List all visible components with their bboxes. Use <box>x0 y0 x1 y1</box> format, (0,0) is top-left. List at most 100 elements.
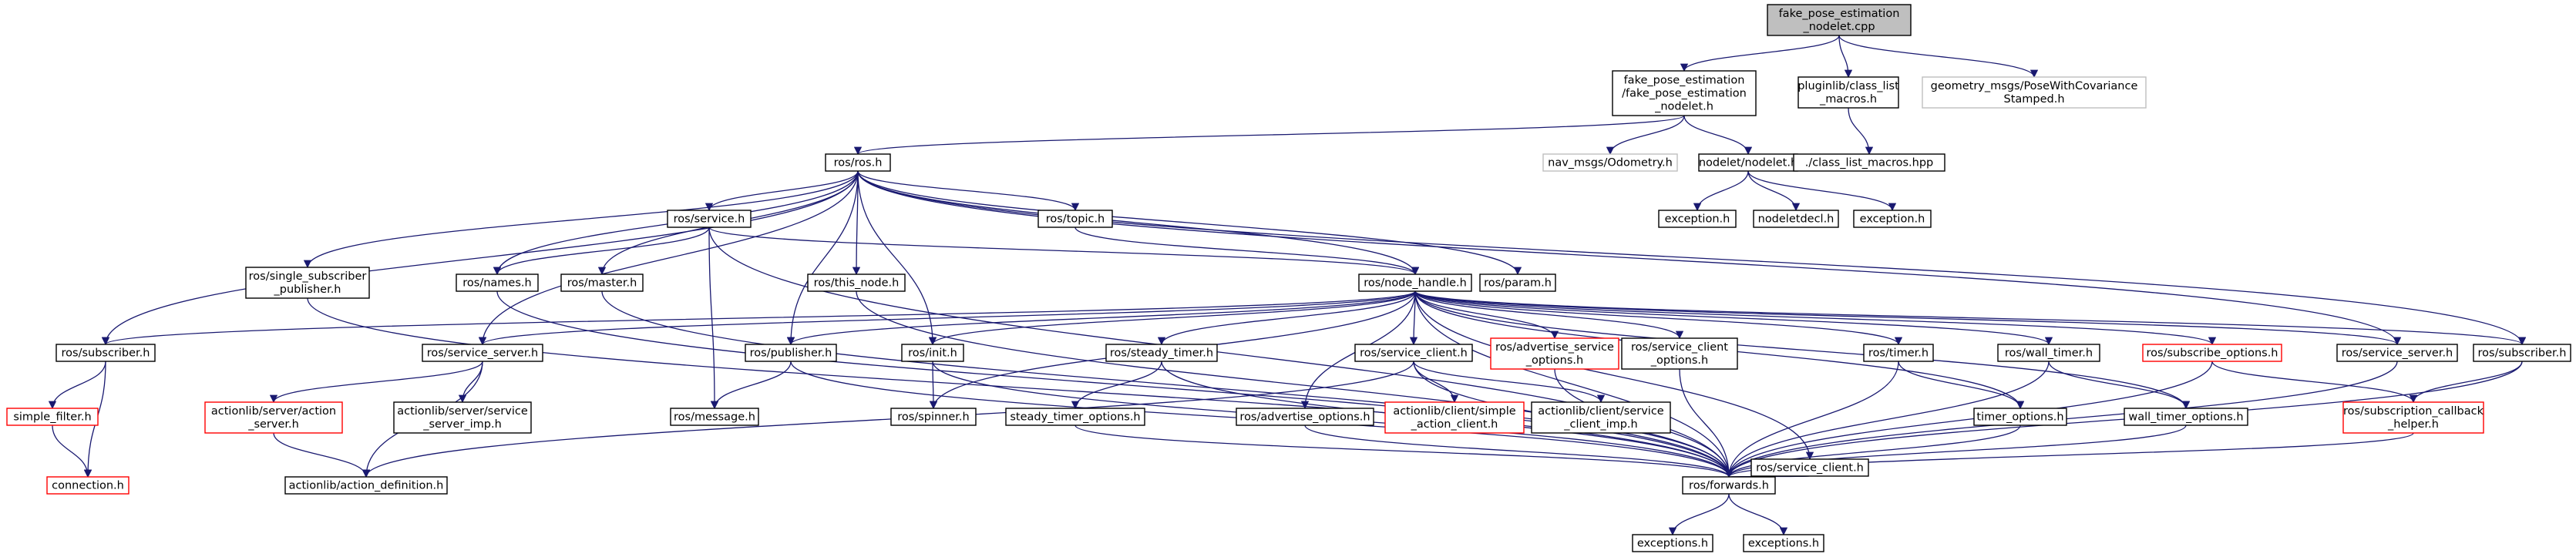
dependency-edge <box>601 290 1734 478</box>
node-service-client-imp[interactable]: actionlib/client/service_client_imp.h <box>1531 401 1671 434</box>
dependency-edge <box>2048 361 2191 410</box>
node-label-line: wall_timer_options.h <box>2128 411 2243 424</box>
dependency-edge <box>1838 35 2039 79</box>
dependency-edge <box>1724 361 2213 478</box>
node-param-h[interactable]: ros/param.h <box>1479 273 1556 292</box>
node-nav-msgs[interactable]: nav_msgs/Odometry.h <box>1542 153 1678 172</box>
dependency-edge <box>1747 170 1897 212</box>
dependency-edge <box>362 361 1414 478</box>
node-subscribe-options[interactable]: ros/subscribe_options.h <box>2142 344 2282 362</box>
node-ros-h[interactable]: ros/ros.h <box>825 153 891 172</box>
edge-service_h-to-node_handle <box>708 226 1419 276</box>
edge-node_handle-to-service_client_options <box>1414 290 1684 340</box>
node-box <box>2124 408 2248 426</box>
node-single-sub[interactable]: ros/single_subscriber_publisher.h <box>245 267 370 299</box>
node-nodelet-h[interactable]: nodelet/nodelet.h <box>1698 153 1798 172</box>
dependency-edge <box>1679 368 1734 478</box>
edge-timer_h-to-forwards <box>1724 361 1899 478</box>
node-service-h[interactable]: ros/service.h <box>667 210 752 228</box>
node-exception2[interactable]: exception.h <box>1853 210 1932 228</box>
node-label-line: ros/spinner.h <box>897 411 969 424</box>
node-root[interactable]: fake_pose_estimation_nodelet.cpp <box>1767 4 1912 36</box>
node-label-line: pluginlib/class_list <box>1797 80 1899 92</box>
node-fpe-h[interactable]: fake_pose_estimation/fake_pose_estimatio… <box>1612 70 1757 116</box>
node-init-h[interactable]: ros/init.h <box>901 344 964 362</box>
node-label-line: ros/node_handle.h <box>1364 277 1467 290</box>
node-node-handle[interactable]: ros/node_handle.h <box>1358 273 1472 292</box>
node-wall-timer[interactable]: ros/wall_timer.h <box>1997 344 2100 362</box>
node-service-client-options[interactable]: ros/service_client_options.h <box>1621 337 1738 370</box>
node-service-client[interactable]: ros/service_client.h <box>1354 344 1473 362</box>
node-message-h[interactable]: ros/message.h <box>670 408 759 426</box>
node-label-line: nav_msgs/Odometry.h <box>1548 157 1673 169</box>
node-exceptions2[interactable]: exceptions.h <box>1743 534 1824 552</box>
node-spinner-h[interactable]: ros/spinner.h <box>890 408 977 426</box>
node-advertise-service-options[interactable]: ros/advertise_service_options.h <box>1490 337 1619 370</box>
edge-subscriber_right-to-subscription_callback <box>2409 361 2523 404</box>
node-box <box>1793 153 1945 172</box>
node-master-h[interactable]: ros/master.h <box>560 273 644 292</box>
node-advertise-options[interactable]: ros/advertise_options.h <box>1236 408 1374 426</box>
node-connection[interactable]: connection.h <box>46 476 129 495</box>
node-simple-action-client[interactable]: actionlib/client/simple_action_client.h <box>1384 401 1525 434</box>
node-service-server-right[interactable]: ros/service_server.h <box>2336 344 2458 362</box>
edge-timer_options-to-forwards <box>1724 424 2021 478</box>
node-label-line: _nodelet.cpp <box>1802 21 1875 33</box>
node-exception1[interactable]: exception.h <box>1658 210 1737 228</box>
node-topic-h[interactable]: ros/topic.h <box>1037 210 1113 228</box>
edge-ros_h-to-param_h <box>857 170 1522 276</box>
node-box <box>1531 401 1671 434</box>
node-pluginlib[interactable]: pluginlib/class_list_macros.h <box>1797 76 1899 109</box>
node-box <box>2142 344 2282 362</box>
node-geometry[interactable]: geometry_msgs/PoseWithCovarianceStamped.… <box>1922 76 2147 109</box>
node-label-line: steady_timer_options.h <box>1010 411 1140 424</box>
node-this-node[interactable]: ros/this_node.h <box>807 273 906 292</box>
dependency-edge <box>857 170 937 346</box>
node-wall-timer-options[interactable]: wall_timer_options.h <box>2124 408 2248 426</box>
node-subscription-callback[interactable]: ros/subscription_callback_helper.h <box>2342 401 2484 434</box>
edge-forwards-to-exceptions1 <box>1668 493 1730 536</box>
node-label-line: _options.h <box>1650 354 1708 367</box>
node-box <box>1922 76 2147 109</box>
node-names-h[interactable]: ros/names.h <box>456 273 539 292</box>
node-label-line: _options.h <box>1525 354 1583 367</box>
node-simple-filter[interactable]: simple_filter.h <box>6 408 99 426</box>
dependency-edge <box>493 226 710 276</box>
node-subscriber-left[interactable]: ros/subscriber.h <box>55 344 156 362</box>
node-publisher-h[interactable]: ros/publisher.h <box>745 344 837 362</box>
node-service-server-imp[interactable]: actionlib/server/service_server_imp.h <box>393 401 532 434</box>
node-exceptions1[interactable]: exceptions.h <box>1632 534 1713 552</box>
node-steady-timer[interactable]: ros/steady_timer.h <box>1105 344 1218 362</box>
node-class-list-hpp[interactable]: ./class_list_macros.hpp <box>1793 153 1945 172</box>
node-service-server-left[interactable]: ros/service_server.h <box>422 344 543 362</box>
node-service-client2[interactable]: ros/service_client.h <box>1750 458 1869 477</box>
dependency-edge <box>2409 361 2523 404</box>
dependency-edge <box>1724 424 2021 478</box>
node-timer-h[interactable]: ros/timer.h <box>1863 344 1934 362</box>
node-box <box>1479 273 1556 292</box>
node-label-line: _action_client.h <box>1411 418 1498 431</box>
edge-advertise_options-to-forwards <box>1304 424 1734 478</box>
edge-node_handle-to-service_server_left <box>479 290 1416 346</box>
node-box <box>55 344 156 362</box>
node-forwards[interactable]: ros/forwards.h <box>1682 476 1776 495</box>
dependency-edge <box>787 290 1416 346</box>
node-box <box>2473 344 2571 362</box>
node-action-server[interactable]: actionlib/server/action_server.h <box>204 401 343 434</box>
node-label-line: actionlib/client/simple <box>1393 405 1515 418</box>
node-subscriber-right[interactable]: ros/subscriber.h <box>2473 344 2571 362</box>
node-box <box>456 273 539 292</box>
node-steady-timer-options[interactable]: steady_timer_options.h <box>1005 408 1145 426</box>
node-action-definition[interactable]: actionlib/action_definition.h <box>284 476 448 495</box>
dependency-edge <box>710 361 792 410</box>
dependency-edge <box>1414 290 2216 346</box>
node-label-line: ros/master.h <box>567 277 637 290</box>
dependency-edge <box>1413 361 1606 404</box>
node-nodeletdecl[interactable]: nodeletdecl.h <box>1753 210 1839 228</box>
node-label-line: ros/service_server.h <box>2342 347 2453 360</box>
node-label-line: timer_options.h <box>1976 411 2063 424</box>
edge-node_handle-to-timer_h <box>1414 290 1903 346</box>
node-box <box>1863 344 1934 362</box>
node-timer-options[interactable]: timer_options.h <box>1973 408 2067 426</box>
node-box <box>284 476 448 495</box>
